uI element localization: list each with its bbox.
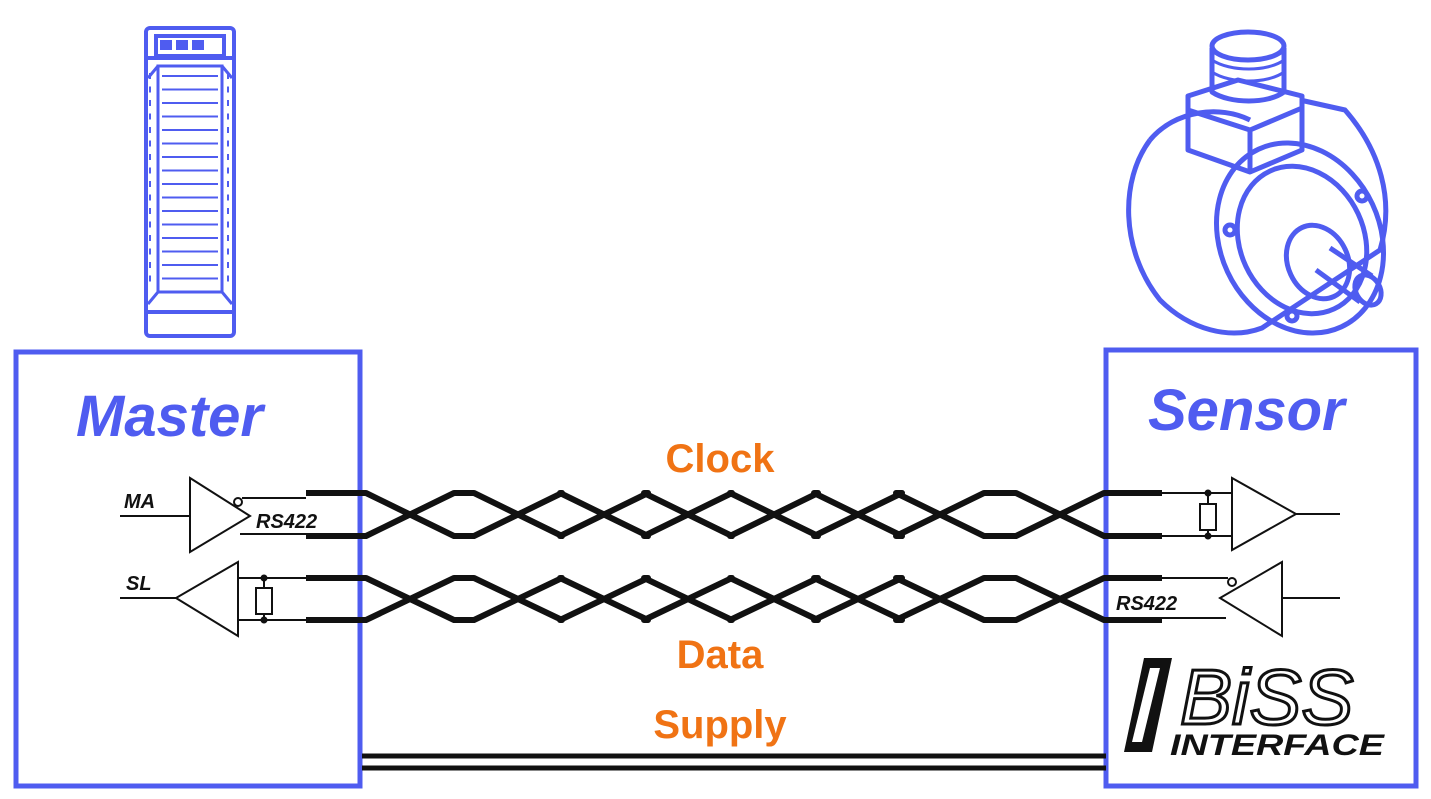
sensor-box bbox=[1103, 347, 1419, 789]
biss-logo-sub: INTERFACE bbox=[1170, 729, 1385, 762]
data-label: Data bbox=[677, 633, 764, 677]
pair-wire-a bbox=[306, 490, 1162, 539]
supply-lines bbox=[362, 753, 1106, 771]
master-clock-driver bbox=[120, 476, 306, 554]
biss-logo-word: BiSS bbox=[1180, 653, 1353, 741]
pair-wire-b bbox=[306, 490, 1162, 539]
rotary-encoder-icon bbox=[1126, 29, 1389, 336]
rs422-master-label: RS422 bbox=[256, 511, 317, 533]
rs422-sensor-label: RS422 bbox=[1116, 593, 1177, 615]
sl-label: SL bbox=[126, 573, 152, 595]
master-title: Master bbox=[76, 384, 266, 449]
supply-label: Supply bbox=[653, 703, 787, 747]
pair-wire-b bbox=[306, 575, 1162, 623]
master-data-receiver bbox=[120, 560, 306, 638]
clock-label: Clock bbox=[666, 437, 776, 481]
pair-wire-a bbox=[306, 575, 1162, 623]
ma-label: MA bbox=[124, 491, 155, 513]
clock-twisted-pair bbox=[306, 490, 1162, 539]
plc-module-icon bbox=[144, 26, 236, 338]
sensor-title: Sensor bbox=[1148, 378, 1348, 443]
data-twisted-pair bbox=[306, 575, 1162, 623]
biss-logo: BiSS INTERFACE bbox=[1124, 652, 1385, 762]
sensor-data-driver bbox=[1162, 560, 1340, 638]
sensor-clock-receiver bbox=[1162, 476, 1340, 552]
master-box bbox=[13, 349, 363, 789]
